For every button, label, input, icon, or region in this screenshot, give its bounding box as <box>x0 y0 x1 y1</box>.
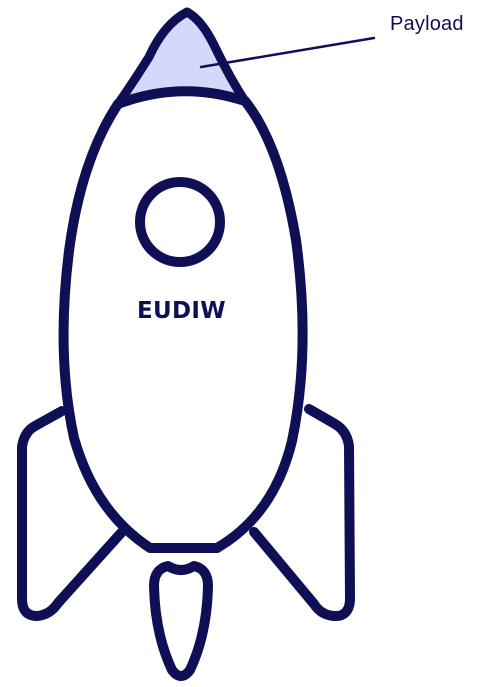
exhaust-flame <box>154 566 208 676</box>
rocket-icon: EUDIW <box>22 12 350 676</box>
payload-callout-label: Payload <box>390 13 464 35</box>
porthole-window <box>140 182 220 262</box>
payload-callout-line <box>201 38 374 67</box>
rocket-label: EUDIW <box>137 298 226 324</box>
